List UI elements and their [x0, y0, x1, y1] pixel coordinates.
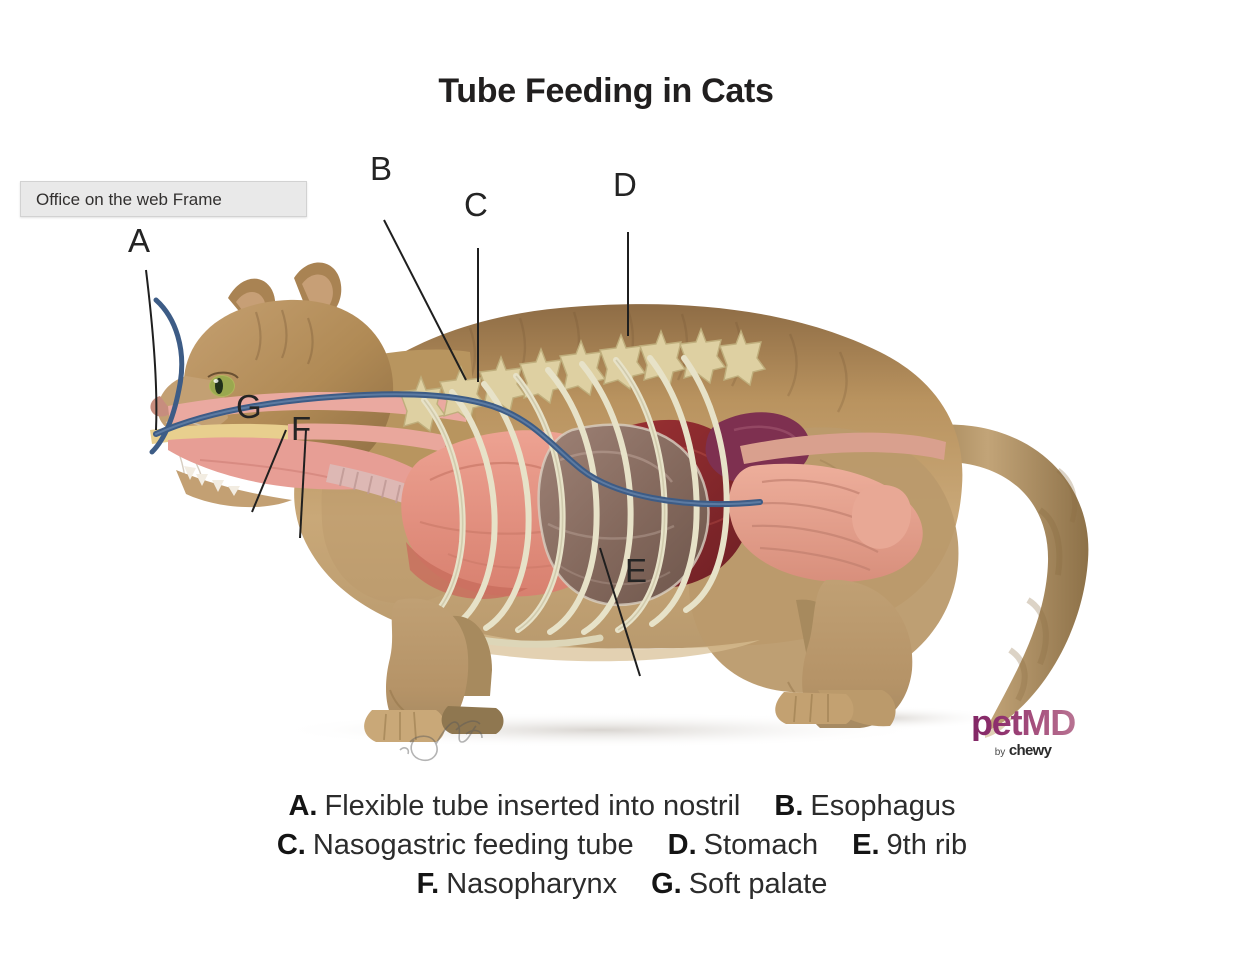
legend-key-g: G. — [651, 868, 682, 900]
diagram-legend: A. Flexible tube inserted into nostril B… — [0, 790, 1244, 907]
diagram-label-f: F — [291, 410, 312, 447]
cat-anatomy-illustration — [0, 130, 1244, 780]
legend-text-f: Nasopharynx — [446, 868, 618, 900]
legend-key-b: B. — [774, 790, 804, 822]
petmd-logo: petMD by chewy — [958, 705, 1088, 759]
front-paw — [364, 710, 445, 742]
cat-tail — [905, 424, 1089, 738]
internal-organs — [401, 412, 946, 607]
legend-key-c: C. — [276, 829, 306, 861]
legend-text-b: Esophagus — [810, 790, 956, 822]
legend-item-b: B. Esophagus — [774, 790, 955, 823]
legend-item-a: A. Flexible tube inserted into nostril — [288, 790, 740, 823]
office-web-frame-tooltip[interactable]: Office on the web Frame — [20, 181, 307, 217]
petmd-byline: by chewy — [958, 743, 1088, 758]
diagram-label-b: B — [370, 150, 393, 187]
spine — [399, 327, 767, 433]
legend-text-g: Soft palate — [688, 868, 828, 900]
legend-key-e: E. — [852, 829, 880, 861]
legend-item-d: D. Stomach — [668, 829, 818, 862]
byline-by-word: by — [994, 747, 1006, 758]
legend-item-f: F. Nasopharynx — [417, 868, 617, 901]
diagram-label-d: D — [613, 166, 637, 203]
petmd-wordmark: petMD — [958, 705, 1088, 741]
legend-text-a: Flexible tube inserted into nostril — [324, 790, 741, 822]
nasogastric-feeding-tube — [149, 297, 763, 508]
leader-line-g — [251, 429, 287, 513]
legend-key-a: A. — [288, 790, 318, 822]
artist-signature — [399, 720, 483, 762]
label-leader-lines — [145, 219, 641, 677]
page-title: Tube Feeding in Cats — [438, 72, 774, 110]
legend-row: F. Nasopharynx G. Soft palate — [0, 868, 1244, 907]
legend-text-e: 9th rib — [886, 829, 968, 861]
chewy-wordmark: chewy — [1008, 742, 1052, 759]
legend-row: C. Nasogastric feeding tube D. Stomach E… — [0, 829, 1244, 868]
leader-line-e — [599, 547, 641, 677]
legend-text-c: Nasogastric feeding tube — [312, 829, 634, 861]
cat-legs — [364, 579, 913, 742]
nasal-cavity-cutaway — [150, 392, 470, 527]
legend-item-e: E. 9th rib — [852, 829, 967, 862]
legend-item-g: G. Soft palate — [651, 868, 827, 901]
skeleton — [399, 327, 767, 648]
legend-text-d: Stomach — [703, 829, 819, 861]
legend-row: A. Flexible tube inserted into nostril B… — [0, 790, 1244, 829]
diagram-label-a: A — [128, 222, 151, 259]
legend-item-c: C. Nasogastric feeding tube — [277, 829, 634, 862]
leader-line-f — [299, 429, 307, 539]
diagram-label-c: C — [464, 186, 488, 223]
diagram-label-g: G — [236, 388, 262, 425]
legend-key-d: D. — [667, 829, 697, 861]
leader-line-b — [383, 219, 467, 381]
legend-key-f: F. — [416, 868, 440, 900]
diagram-label-e: E — [625, 552, 648, 589]
leader-line-a — [145, 269, 158, 431]
rear-paw — [775, 692, 854, 724]
